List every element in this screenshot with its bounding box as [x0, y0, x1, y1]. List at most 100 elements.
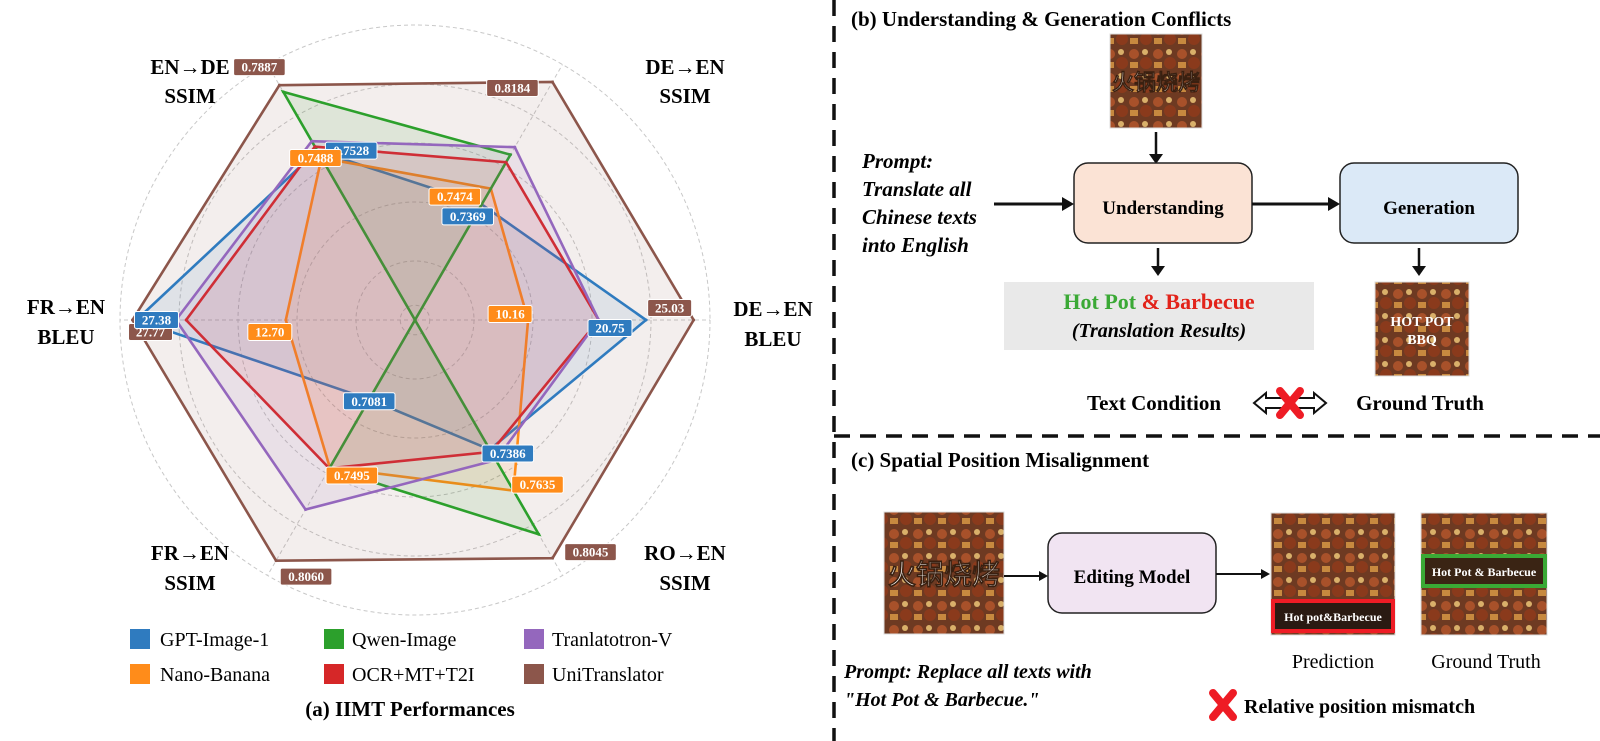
- data-label-box: [279, 567, 333, 586]
- data-label-box: [486, 78, 539, 97]
- point-tranlatotron-v: [513, 145, 517, 149]
- legend-label: UniTranslator: [552, 664, 664, 686]
- ground-truth-label-b: Ground Truth: [1356, 391, 1484, 415]
- translation-result-box: [1004, 282, 1314, 350]
- arrowhead: [1328, 197, 1340, 211]
- result-red-text: & Barbecue: [1142, 289, 1255, 314]
- input-image-text: 火锅烧烤: [888, 558, 1000, 591]
- grid-ring: [296, 201, 534, 439]
- point-unitranslator: [551, 556, 555, 560]
- data-label-nano-banana: 12.70: [255, 325, 284, 340]
- legend-item-gpt-image-1: GPT-Image-1: [130, 629, 269, 651]
- point-qwen-image: [413, 318, 417, 322]
- axis-label-ro-en-ssim-2: SSIM: [659, 571, 711, 595]
- data-label-box: [587, 319, 633, 337]
- axis-label-en-de-ssim-1: EN→DE: [150, 55, 229, 79]
- legend-label: OCR+MT+T2I: [352, 664, 475, 686]
- point-ocr-mt-t2i: [313, 145, 317, 149]
- legend: GPT-Image-1 Qwen-Image Tranlatotron-V Na…: [130, 629, 673, 686]
- data-label-unitranslator: 0.8060: [288, 569, 324, 584]
- translation-result: Hot Pot & Barbecue: [1063, 289, 1254, 314]
- data-label-box: [233, 58, 286, 77]
- legend-item-ocr-mt-t2i: OCR+MT+T2I: [324, 664, 475, 686]
- data-label-gpt-image-1: 0.7528: [333, 143, 369, 158]
- data-label-box: [342, 392, 396, 411]
- data-label-unitranslator: 0.8045: [573, 545, 609, 560]
- data-label-box: [325, 466, 379, 485]
- prompt-b: Prompt: Translate all Chinese texts into…: [861, 149, 977, 257]
- point-ocr-mt-t2i: [184, 318, 188, 322]
- data-label-box: [133, 311, 179, 329]
- data-label-nano-banana: 0.7635: [520, 477, 556, 492]
- prompt-line: Prompt:: [861, 149, 933, 173]
- axis-label-de-en-ssim-2: SSIM: [659, 84, 711, 108]
- data-label-box: [481, 444, 535, 463]
- arrowhead: [1261, 569, 1270, 579]
- conflict-arrow-icon: [1252, 387, 1328, 419]
- radar-data-labels: 0.78870.818425.030.80450.806027.770.7528…: [128, 58, 693, 586]
- data-label-nano-banana: 0.7474: [437, 189, 473, 204]
- arrowhead: [1062, 197, 1074, 211]
- legend-label: GPT-Image-1: [160, 629, 269, 651]
- legend-item-nano-banana: Nano-Banana: [130, 664, 270, 686]
- panel-a-caption: (a) IIMT Performances: [305, 697, 515, 721]
- ground-truth-text-box: [1421, 554, 1547, 588]
- prompt-line: into English: [862, 233, 969, 257]
- point-nano-banana: [284, 318, 288, 322]
- point-unitranslator: [277, 83, 281, 87]
- output-image-b: HOT POT BBQ: [1374, 281, 1470, 377]
- legend-item-tranlatotron-v: Tranlatotron-V: [524, 629, 673, 651]
- panel-b-title: (b) Understanding & Generation Conflicts: [851, 7, 1231, 31]
- cross-icon: [1209, 689, 1237, 721]
- axis-label-de-en-ssim-1: DE→EN: [645, 55, 724, 79]
- point-qwen-image: [281, 90, 285, 94]
- editing-model-label: Editing Model: [1074, 567, 1191, 588]
- prompt-line: Translate all: [862, 177, 972, 201]
- data-label-box: [441, 207, 495, 226]
- legend-swatch: [524, 629, 544, 649]
- point-qwen-image: [537, 532, 541, 536]
- legend-swatch: [130, 629, 150, 649]
- data-label-gpt-image-1: 0.7081: [351, 394, 387, 409]
- panel-c: (c) Spatial Position Misalignment 火锅烧烤 E…: [843, 448, 1548, 721]
- legend-item-qwen-image: Qwen-Image: [324, 629, 457, 651]
- data-label-box: [564, 543, 617, 562]
- data-label-box: [247, 323, 293, 341]
- prediction-image-text: Hot pot&Barbecue: [1284, 610, 1382, 624]
- point-gpt-image-1: [644, 318, 648, 322]
- axis-label-de-en-bleu-1: DE→EN: [733, 297, 812, 321]
- output-image-text: BBQ: [1407, 333, 1437, 348]
- point-unitranslator: [274, 559, 278, 563]
- ground-truth-image: Hot Pot & Barbecue: [1420, 512, 1548, 636]
- radar-chart: 0.78870.818425.030.80450.806027.770.7528…: [27, 24, 813, 616]
- input-image-b: 火锅烧烤: [1109, 33, 1203, 129]
- prompt-c-line2: "Hot Pot & Barbecue.": [844, 689, 1040, 711]
- panel-b: (b) Understanding & Generation Conflicts…: [851, 7, 1519, 419]
- data-label-nano-banana: 0.7495: [334, 468, 370, 483]
- legend-swatch: [130, 664, 150, 684]
- data-label-gpt-image-1: 0.7386: [490, 446, 526, 461]
- data-label-unitranslator: 0.8184: [495, 80, 531, 95]
- prediction-text-box: [1271, 599, 1395, 633]
- prompt-line: Chinese texts: [862, 205, 977, 229]
- data-label-box: [511, 475, 564, 494]
- point-unitranslator: [550, 80, 554, 84]
- prediction-label: Prediction: [1292, 651, 1374, 673]
- input-image-text: 火锅烧烤: [1112, 70, 1200, 95]
- legend-item-unitranslator: UniTranslator: [524, 664, 664, 686]
- axis-label-fr-en-ssim-2: SSIM: [164, 571, 216, 595]
- point-qwen-image: [508, 153, 512, 157]
- legend-label: Nano-Banana: [160, 664, 270, 686]
- arrowhead: [1039, 571, 1048, 581]
- arrowhead: [1412, 266, 1426, 276]
- mismatch-label: Relative position mismatch: [1244, 696, 1475, 718]
- data-label-gpt-image-1: 0.7369: [450, 209, 486, 224]
- point-ocr-mt-t2i: [504, 160, 508, 164]
- input-image-c: 火锅烧烤: [883, 511, 1005, 635]
- data-label-unitranslator: 0.7887: [242, 60, 278, 75]
- data-label-gpt-image-1: 20.75: [595, 321, 625, 336]
- axis-label-fr-en-ssim-1: FR→EN: [151, 541, 229, 565]
- ground-truth-label-c: Ground Truth: [1431, 651, 1540, 673]
- data-label-box: [428, 187, 482, 206]
- arrowhead: [1151, 266, 1165, 276]
